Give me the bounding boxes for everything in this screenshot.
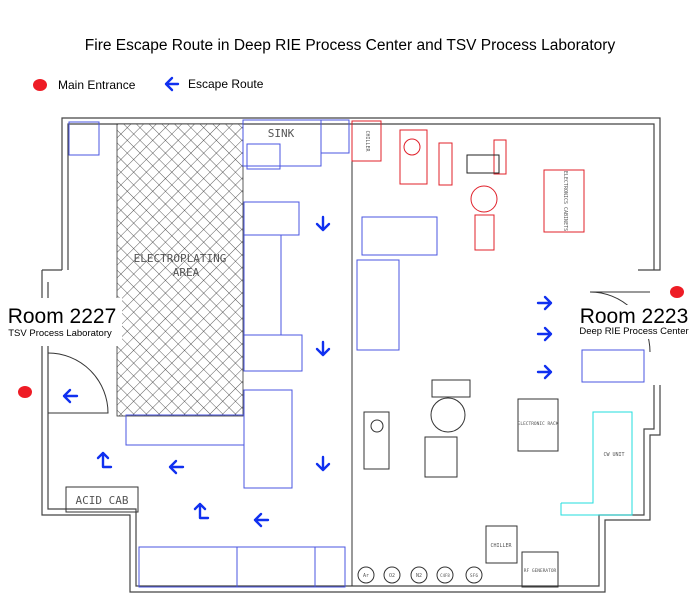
electroplating-label-2: AREA (173, 266, 200, 279)
cylinder-label: SF6 (470, 573, 478, 579)
escape-arrow-turn-icon (96, 451, 113, 469)
cylinder-label: N2 (416, 573, 422, 579)
escape-arrow-down-icon (315, 340, 331, 357)
tsv-lab-furniture (65, 119, 350, 588)
drie-equipment (351, 120, 645, 588)
cylinder-label: C4F8 (440, 573, 450, 578)
escape-arrow-turn-icon (193, 502, 210, 520)
electronic-rack-label: ELECTRONIC RACK (518, 421, 559, 427)
cylinder-label: O2 (389, 573, 395, 579)
escape-route (62, 215, 553, 528)
electronics-cabinets-label: ELECTRONICS CABINETS (562, 171, 568, 231)
sink-label: SINK (268, 127, 295, 140)
main-entrance-marker-icon (33, 79, 47, 91)
cylinder-label: Ar (363, 573, 369, 579)
cw-unit-label: CW UNIT (603, 452, 624, 458)
legend: Main Entrance Escape Route (33, 76, 264, 92)
escape-arrow-right-icon (536, 326, 553, 342)
gas-cylinders: Ar O2 N2 C4F8 SF6 (357, 566, 483, 584)
escape-arrow-right-icon (536, 364, 553, 380)
room-2227-name: TSV Process Laboratory (8, 328, 112, 339)
escape-arrow-icon (164, 76, 180, 92)
walls (41, 117, 661, 593)
legend-main-entrance: Main Entrance (58, 78, 136, 92)
electroplating-label: ELECTROPLATING (134, 252, 227, 265)
electroplating-area (116, 123, 244, 417)
rf-generator-label: RF GENERATOR (524, 568, 557, 574)
escape-arrow-down-icon (315, 455, 331, 472)
main-entrance-right-icon (670, 286, 684, 298)
room-label-bg (30, 298, 122, 346)
page-title: Fire Escape Route in Deep RIE Process Ce… (85, 37, 616, 54)
room-2223-number: Room 2223 (580, 305, 689, 328)
chiller-label: CHILLER (490, 543, 512, 549)
escape-arrow-left-icon (62, 388, 79, 404)
legend-escape-route: Escape Route (188, 77, 264, 91)
acid-cab-label: ACID CAB (76, 494, 129, 507)
escape-arrow-left-icon (168, 459, 185, 475)
escape-arrow-down-icon (315, 215, 331, 232)
chiller-top-label: CHILLER (364, 130, 370, 152)
room-2223-name: Deep RIE Process Center (579, 326, 688, 337)
escape-arrow-right-icon (536, 295, 553, 311)
room-2227-number: Room 2227 (8, 305, 117, 328)
escape-arrow-left-icon (253, 512, 270, 528)
room-label-bg (578, 305, 690, 339)
main-entrance-left-icon (18, 386, 32, 398)
